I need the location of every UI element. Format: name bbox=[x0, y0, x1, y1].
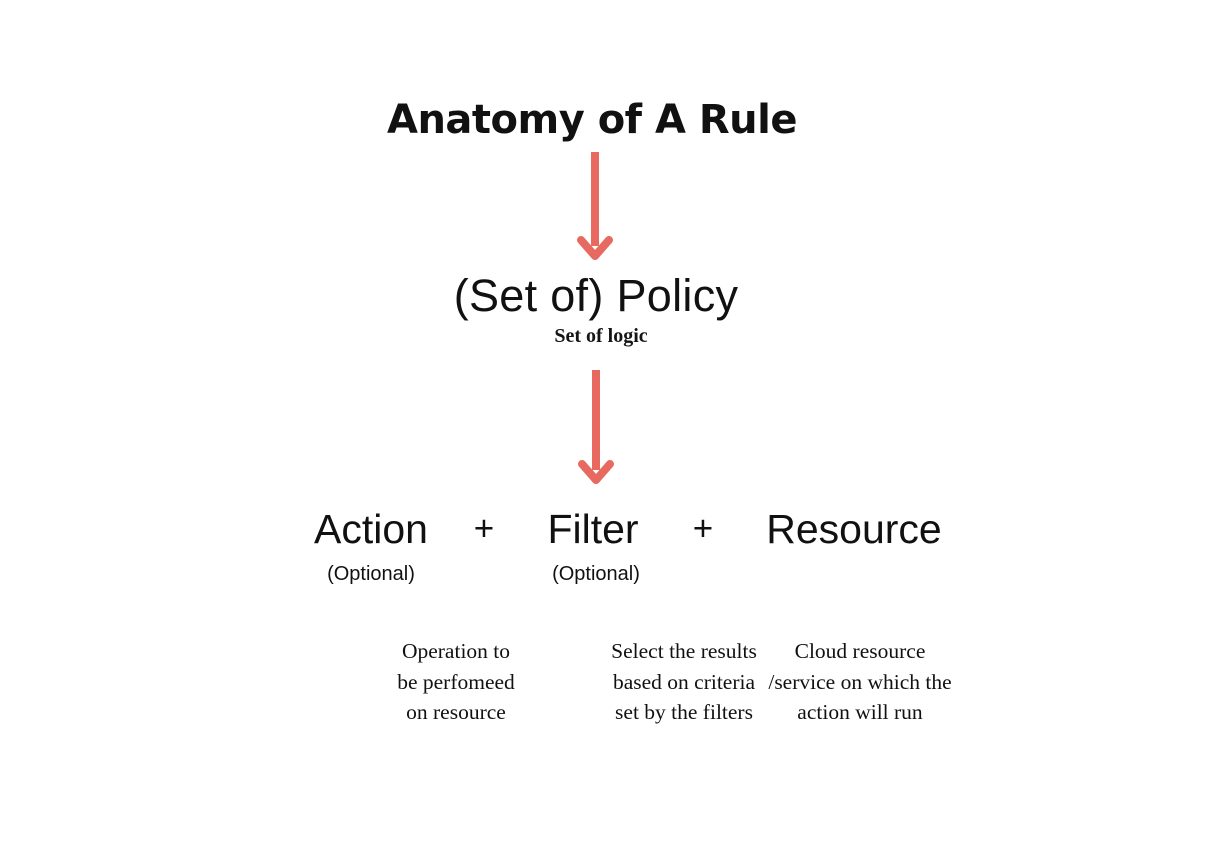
description-filter-line-3: set by the filters bbox=[615, 700, 753, 724]
description-resource-line-2: /service on which the bbox=[768, 669, 952, 694]
component-descriptions: Operation to be perfomeed on resource Se… bbox=[280, 636, 1000, 736]
arrow-title-to-policy bbox=[577, 152, 613, 260]
optional-badge-filter: (Optional) bbox=[552, 563, 640, 585]
plus-operator-1: + bbox=[473, 509, 495, 548]
component-label-action: Action bbox=[314, 506, 428, 552]
page-title: Anatomy of A Rule bbox=[386, 97, 798, 143]
optional-badge-action: (Optional) bbox=[327, 563, 415, 585]
description-action-line-3: on resource bbox=[406, 700, 506, 724]
component-label-filter: Filter bbox=[547, 506, 639, 552]
plus-operator-2: + bbox=[692, 509, 714, 548]
description-action: Operation to be perfomeed on resource bbox=[296, 636, 616, 728]
description-resource-line-3: action will run bbox=[797, 700, 923, 724]
policy-title: (Set of) Policy bbox=[453, 270, 739, 321]
description-filter: Select the results based on criteria set… bbox=[528, 636, 840, 728]
description-action-line-2: be perfomeed bbox=[397, 669, 515, 694]
description-filter-line-2: based on criteria bbox=[612, 669, 756, 694]
policy-subtitle: Set of logic bbox=[554, 325, 648, 347]
description-filter-line-1: Select the results bbox=[611, 639, 757, 663]
description-resource: Cloud resource /service on which the act… bbox=[720, 636, 1000, 728]
component-label-resource: Resource bbox=[766, 506, 942, 552]
components-row: Action + Filter + Resource (Optional) (O… bbox=[296, 500, 942, 585]
arrow-policy-to-components bbox=[578, 370, 614, 484]
description-resource-line-1: Cloud resource bbox=[794, 639, 926, 663]
description-action-line-1: Operation to bbox=[401, 639, 511, 663]
